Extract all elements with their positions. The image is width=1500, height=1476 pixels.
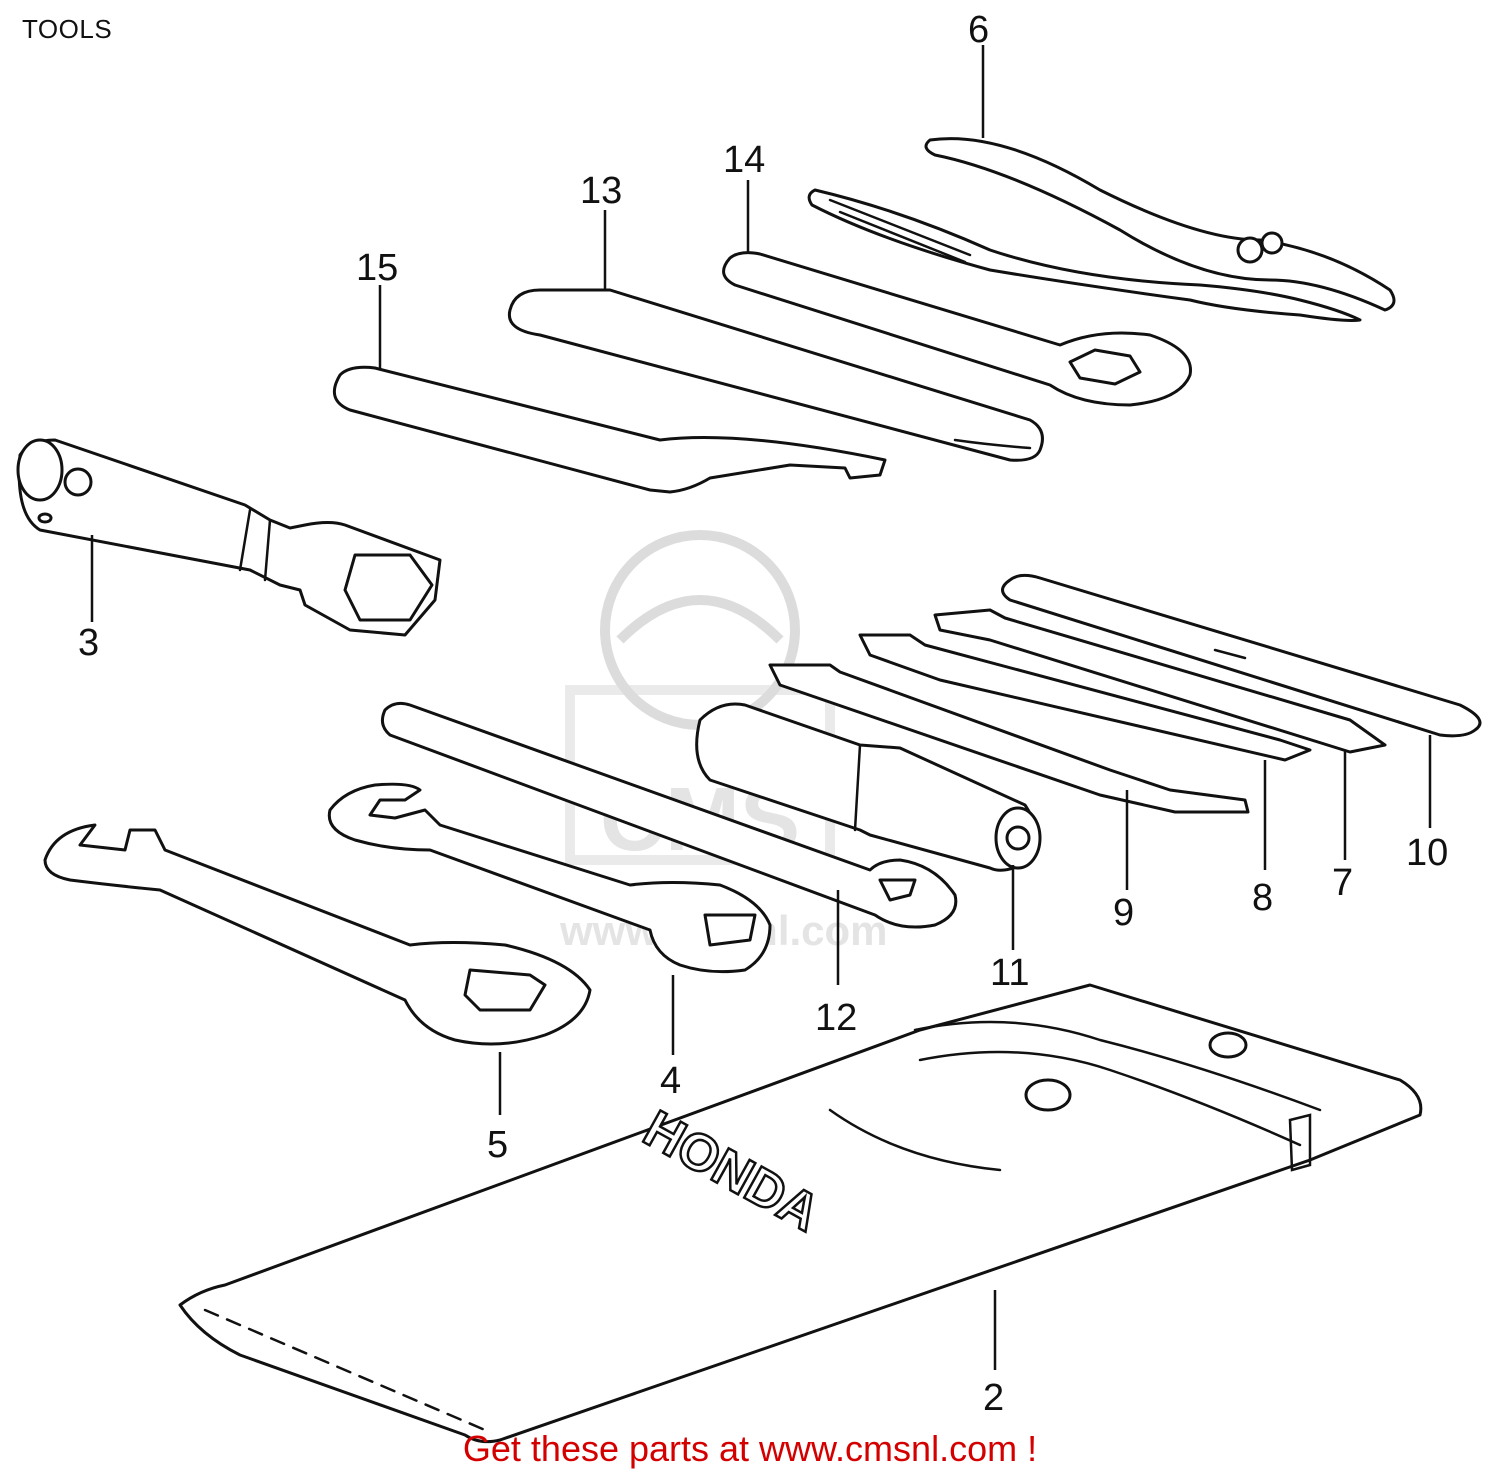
part-label-6: 6 <box>968 9 989 51</box>
part-label-10: 10 <box>1406 832 1448 874</box>
part-13-flat-bar[interactable] <box>507 288 1044 462</box>
part-label-3: 3 <box>78 622 99 664</box>
part-7-screwdriver-bit[interactable] <box>933 608 1387 754</box>
part-label-11: 11 <box>990 952 1029 994</box>
part-10-screwdriver-handle[interactable] <box>1001 573 1482 738</box>
part-9-screwdriver-bit[interactable] <box>768 663 1250 814</box>
part-label-5: 5 <box>487 1124 508 1166</box>
part-15-hook-spanner[interactable] <box>332 365 887 494</box>
part-3-plug-wrench[interactable] <box>16 438 442 637</box>
part-label-15: 15 <box>356 247 398 289</box>
footer-link[interactable]: Get these parts at www.cmsnl.com ! <box>462 1428 1038 1469</box>
part-label-9: 9 <box>1113 892 1134 934</box>
part-12-wrench[interactable] <box>380 701 958 929</box>
part-label-2: 2 <box>983 1377 1004 1419</box>
page-title: TOOLS <box>22 14 113 44</box>
part-2-tool-pouch[interactable]: HONDA <box>178 983 1423 1444</box>
part-label-4: 4 <box>660 1060 681 1102</box>
part-number-labels: 6 14 13 15 3 10 7 8 9 11 12 4 5 2 <box>78 9 1448 1419</box>
part-4-wrench[interactable] <box>327 782 772 974</box>
part-11-driver-handle[interactable] <box>695 702 1042 872</box>
part-8-screwdriver-bit[interactable] <box>858 633 1312 762</box>
part-label-8: 8 <box>1252 877 1273 919</box>
part-label-12: 12 <box>815 997 857 1039</box>
part-label-14: 14 <box>723 139 765 181</box>
leader-lines <box>90 45 1432 1370</box>
part-14-ring-spanner[interactable] <box>722 251 1192 407</box>
part-5-wrench[interactable] <box>43 823 592 1046</box>
part-6-pliers[interactable] <box>807 137 1396 322</box>
part-label-13: 13 <box>580 170 622 212</box>
part-label-7: 7 <box>1332 862 1353 904</box>
